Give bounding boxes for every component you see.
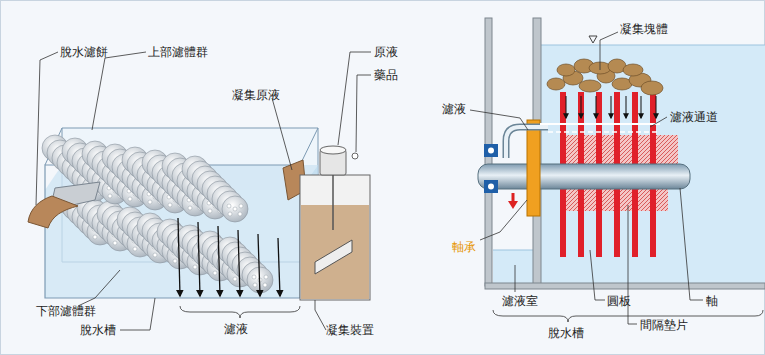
roller-hole: [148, 200, 152, 204]
flow-arrow: [641, 96, 642, 118]
filtrate-arrows: [178, 218, 280, 296]
disc-plate: [614, 189, 620, 257]
part-label: 濾液通道: [670, 110, 718, 124]
roller-hole: [213, 271, 217, 275]
roller-hole: [193, 265, 197, 269]
roller-hole: [263, 283, 267, 287]
aggregate: [557, 64, 575, 76]
aggregate: [641, 81, 663, 95]
disc-plate: [578, 189, 584, 257]
disc-plate: [650, 92, 656, 164]
roller-hole: [133, 247, 137, 251]
roller-hole: [253, 283, 257, 287]
flow-arrow: [611, 96, 612, 118]
part-label: 脫水濾餅: [60, 45, 108, 59]
roller-hole: [93, 235, 97, 239]
part-label: 脫水槽: [548, 326, 584, 340]
spacer: [584, 135, 596, 164]
spacer: [638, 189, 650, 211]
spacer: [656, 135, 668, 164]
flow-arrow: [218, 226, 220, 296]
roller-hole: [128, 197, 132, 201]
flow-arrow: [198, 222, 200, 296]
aggregate: [623, 64, 643, 76]
part-label: 軸: [706, 294, 718, 308]
part-label: 圓板: [607, 294, 631, 308]
flow-arrow: [278, 238, 280, 296]
roller-hole: [173, 259, 177, 263]
aggregate: [547, 78, 565, 90]
part-label: 藥品: [374, 68, 398, 82]
shaft: [478, 120, 690, 216]
spacer: [584, 189, 596, 211]
tank: [45, 128, 318, 298]
spacer: [602, 135, 614, 164]
roller-hole: [233, 207, 237, 211]
coagulation-device: [300, 146, 370, 300]
roller-hole: [238, 212, 242, 216]
spacer: [668, 135, 678, 164]
part-label: 凝集塊體: [620, 22, 668, 36]
filter-cake: [28, 196, 78, 228]
part-label: 原液: [374, 45, 398, 59]
part-label: 凝集裝置: [326, 323, 374, 337]
spacer: [566, 135, 578, 164]
part-label: 凝集原液: [232, 88, 280, 102]
flow-arrow: [656, 96, 657, 118]
part-label: 下部濾體群: [36, 304, 96, 318]
roller-hole: [264, 275, 268, 279]
aggregates: [547, 59, 663, 118]
part-label: 濾液: [442, 102, 466, 116]
disc-plate: [632, 92, 638, 164]
roller-disc: [222, 196, 248, 222]
part-label: 軸承: [452, 240, 476, 254]
roller-hole: [168, 203, 172, 207]
roller-hole: [108, 194, 112, 198]
flow-arrow: [258, 234, 260, 296]
disc-plate: [614, 92, 620, 164]
roller-hole: [208, 209, 212, 213]
disc-plate: [560, 92, 566, 164]
part-label: 上部濾體群: [148, 45, 208, 59]
disc-plate: [650, 189, 656, 257]
spacer: [620, 135, 632, 164]
part-label: 間隔墊片: [640, 318, 688, 332]
flow-arrow: [178, 218, 180, 296]
part-label: 濾液: [224, 322, 248, 336]
spacer: [602, 189, 614, 211]
filter-rollers: [42, 135, 273, 293]
flow-arrow: [238, 230, 240, 296]
flow-arrow: [596, 96, 597, 118]
roller-hole: [227, 204, 231, 208]
flow-arrow: [626, 96, 627, 118]
disc-plate: [560, 189, 566, 257]
roller-hole: [153, 253, 157, 257]
roller-hole: [233, 277, 237, 281]
tank-section: [485, 18, 765, 289]
spacer: [638, 135, 650, 164]
roller-hole: [239, 204, 243, 208]
disc-plate: [578, 92, 584, 164]
disc-plate: [632, 189, 638, 257]
part-label: 濾液室: [502, 294, 538, 308]
roller-hole: [188, 206, 192, 210]
spacer: [620, 189, 632, 211]
roller-hole: [228, 212, 232, 216]
disc-plate: [596, 92, 602, 164]
spacer: [566, 189, 578, 211]
disc-plate: [596, 189, 602, 257]
flow-arrow: [581, 96, 582, 118]
leader-lines: [36, 52, 371, 330]
flow-arrow: [566, 96, 567, 118]
aggregate: [579, 80, 601, 92]
spacer: [656, 189, 668, 211]
roller-hole: [113, 241, 117, 245]
leader-lines-right: [470, 32, 763, 324]
roller-hole: [252, 275, 256, 279]
part-label: 脫水槽: [80, 323, 116, 337]
